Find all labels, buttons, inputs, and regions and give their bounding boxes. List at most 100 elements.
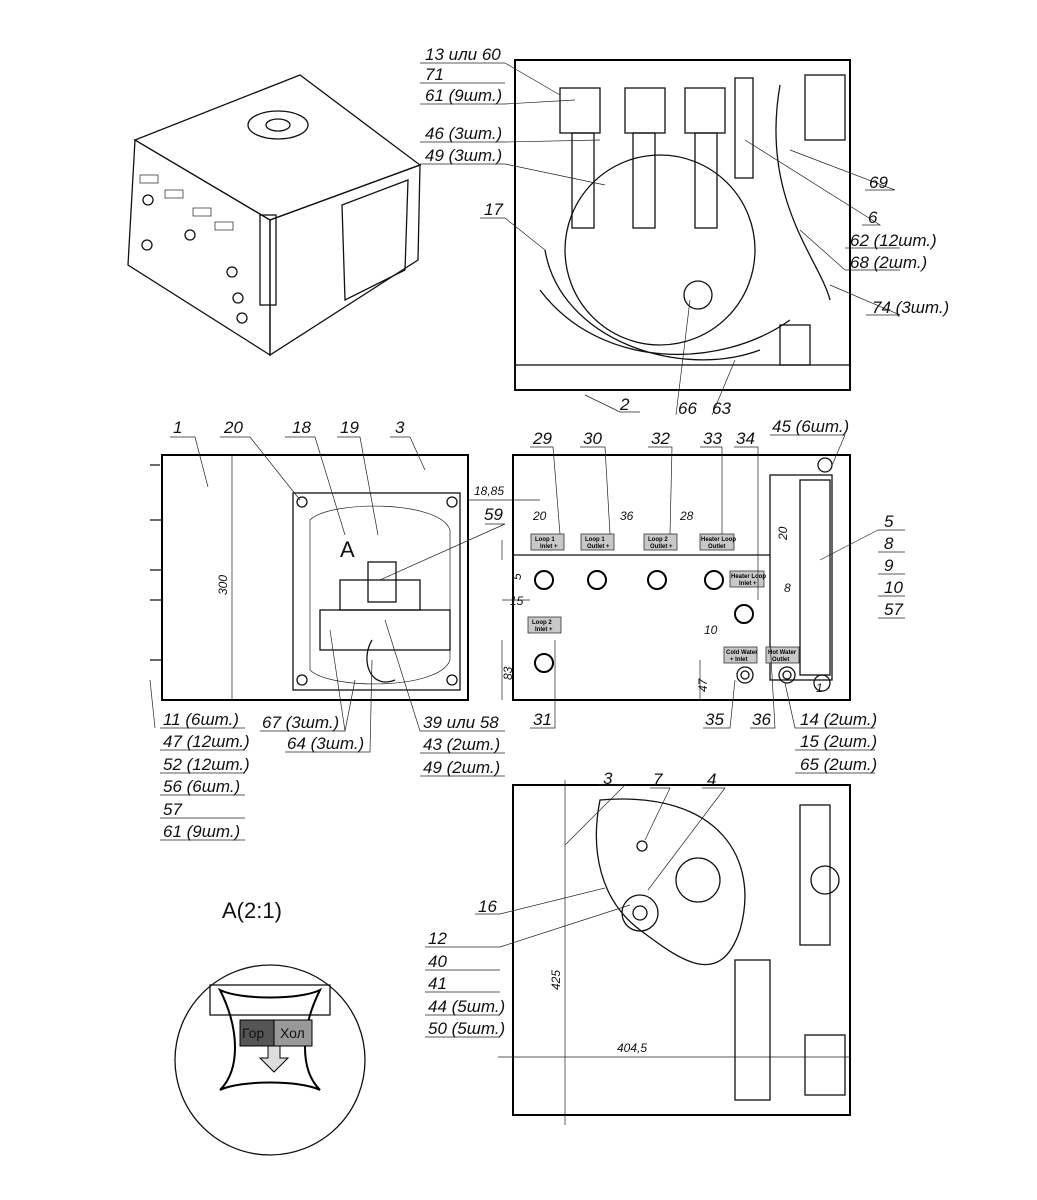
callout: 14 (2шт.): [800, 710, 877, 729]
callout: 2: [619, 395, 630, 414]
top-view: [514, 59, 851, 391]
callout: 63: [712, 399, 731, 418]
dimension: 5: [510, 573, 524, 580]
callout: 61 (9шт.): [425, 86, 502, 105]
callout: 39 или 58: [423, 713, 499, 732]
callout: 65 (2шт.): [800, 755, 877, 774]
top-view-callouts: 13 или 60 71 61 (9шт.) 46 (3шт.) 49 (3шт…: [420, 45, 949, 418]
detail-title: A(2:1): [222, 898, 282, 923]
callout: 57: [163, 800, 182, 819]
callout: 57: [884, 600, 903, 619]
callout: 71: [425, 65, 444, 84]
callout: 31: [533, 710, 552, 729]
svg-text:Outlet: Outlet: [708, 544, 725, 550]
callout: 69: [869, 173, 888, 192]
svg-text:Loop 2: Loop 2: [648, 537, 668, 543]
svg-text:Outlet +: Outlet +: [650, 544, 673, 550]
svg-text:Cold Water: Cold Water: [726, 650, 758, 656]
bottom-view-callouts: 3 7 4 16 12 40 41 44 (5шт.) 50 (5шт.) 42…: [425, 769, 726, 1055]
svg-text:Outlet: Outlet: [772, 657, 789, 663]
callout: 15 (2шт.): [800, 732, 877, 751]
callout: 6: [868, 208, 878, 227]
callout: 41: [428, 974, 447, 993]
side-view-callouts: 29 30 32 33 34 45 (6шт.) 5 8 9 10 57 31 …: [501, 417, 905, 774]
callout: 44 (5шт.): [428, 997, 505, 1016]
dimension: 300: [216, 575, 230, 595]
svg-text:Heater Loop: Heater Loop: [701, 537, 736, 543]
callout: 30: [583, 429, 602, 448]
svg-text:Hot Water: Hot Water: [768, 650, 797, 656]
dimension: 425: [549, 970, 563, 990]
callout: 4: [707, 770, 716, 789]
side-view: [512, 454, 851, 701]
callout: 49 (3шт.): [425, 146, 502, 165]
hot-indicator: [239, 1019, 275, 1047]
svg-text:+ Inlet: + Inlet: [730, 657, 748, 663]
label-cold-water-inlet: Cold Water+ Inlet: [723, 646, 758, 664]
detail-view-a: A(2:1) Гор Хол: [174, 898, 366, 1156]
dimension: 83: [501, 666, 515, 680]
svg-text:Heater Loop: Heater Loop: [731, 574, 766, 580]
callout: 18: [292, 418, 311, 437]
callout: 36: [752, 710, 771, 729]
callout: 32: [651, 429, 670, 448]
callout: 17: [484, 200, 503, 219]
svg-text:Outlet +: Outlet +: [587, 544, 610, 550]
dimension: 18,85: [474, 484, 504, 498]
svg-text:Inlet +: Inlet +: [739, 581, 757, 587]
dimension: 20: [776, 526, 790, 541]
callout: 35: [705, 710, 724, 729]
callout: 61 (9шт.): [163, 822, 240, 841]
callout: 3: [603, 769, 613, 788]
dimension: 404,5: [617, 1041, 647, 1055]
callout: 29: [532, 429, 552, 448]
callout: 16: [478, 897, 497, 916]
svg-text:Inlet +: Inlet +: [540, 544, 558, 550]
callout: 20: [223, 418, 243, 437]
callout: 66: [678, 399, 697, 418]
callout: 11 (6шт.): [163, 710, 239, 729]
callout: 9: [884, 556, 894, 575]
callout: 59: [484, 505, 503, 524]
arrow-down-icon: [258, 1045, 290, 1073]
svg-text:Loop 2: Loop 2: [532, 620, 552, 626]
callout: 50 (5шт.): [428, 1019, 505, 1038]
callout: 10: [884, 578, 903, 597]
svg-text:Loop 1: Loop 1: [535, 537, 555, 543]
callout: 46 (3шт.): [425, 124, 502, 143]
callout: 1: [173, 418, 182, 437]
dimension: 20: [532, 509, 547, 523]
section-mark: A: [340, 537, 355, 562]
callout: 52 (12шт.): [163, 755, 250, 774]
callout: 40: [428, 952, 447, 971]
callout: 68 (2шт.): [850, 253, 927, 272]
front-view-callouts: 1 20 18 19 3 59 11 (6шт.) 47 (12шт.) 52 …: [149, 418, 506, 841]
callout: 49 (2шт.): [423, 758, 500, 777]
dimension: 8: [784, 581, 791, 595]
svg-text:Inlet +: Inlet +: [535, 627, 553, 633]
dimension: 47: [696, 677, 710, 692]
dimension: 1: [816, 681, 823, 695]
callout: 33: [703, 429, 722, 448]
callout: 5: [884, 512, 894, 531]
callout: 74 (3шт.): [872, 298, 949, 317]
callout: 3: [395, 418, 405, 437]
callout: 43 (2шт.): [423, 735, 500, 754]
callout: 64 (3шт.): [287, 734, 364, 753]
callout: 34: [736, 429, 755, 448]
hot-label: Гор: [242, 1025, 264, 1041]
dimension: 28: [679, 509, 694, 523]
svg-text:Loop 1: Loop 1: [585, 537, 605, 543]
isometric-view: [127, 74, 422, 357]
dimension: 36: [620, 509, 634, 523]
callout: 67 (3шт.): [262, 713, 339, 732]
front-view: [150, 454, 540, 701]
cold-label: Хол: [280, 1025, 305, 1041]
